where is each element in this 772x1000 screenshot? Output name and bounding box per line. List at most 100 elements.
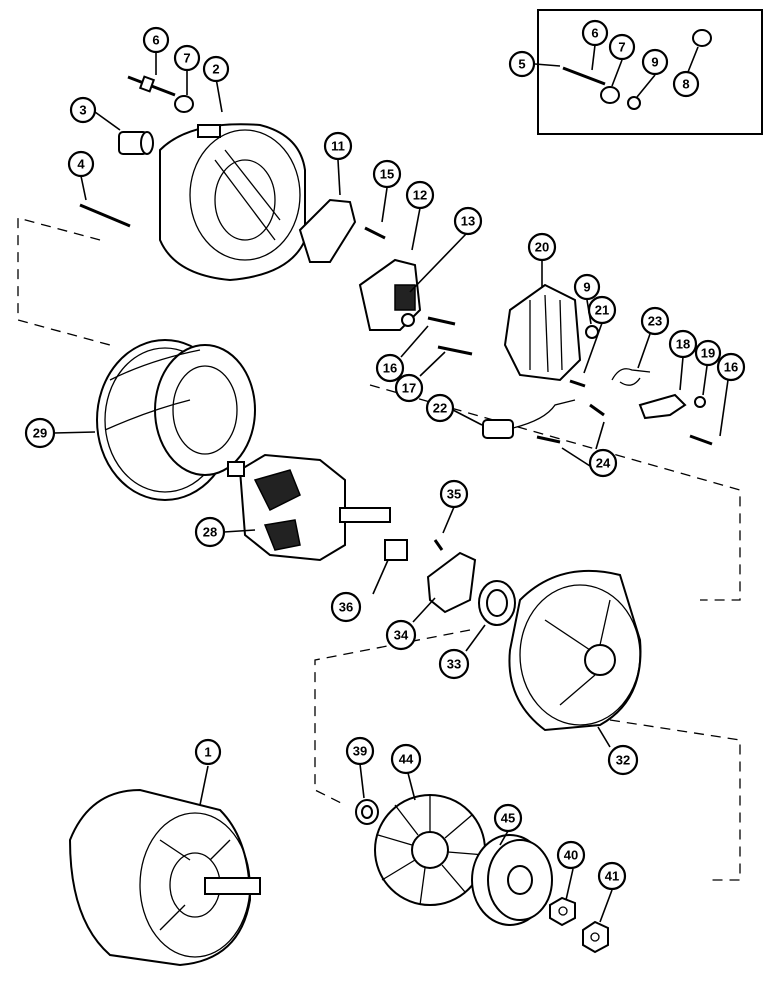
svg-text:7: 7	[618, 40, 625, 55]
callout-6: 6	[142, 26, 170, 54]
callout-18: 18	[668, 329, 698, 359]
callout-8: 8	[672, 70, 700, 98]
callout-44: 44	[390, 743, 422, 775]
spacer-39-drawing	[355, 799, 379, 825]
screw-17-drawing	[437, 345, 473, 356]
callout-19: 19	[694, 339, 722, 367]
retainer-plate-34-drawing	[426, 551, 477, 614]
front-housing-32-drawing	[508, 569, 642, 732]
svg-text:35: 35	[447, 487, 461, 502]
svg-text:18: 18	[676, 337, 690, 352]
bushing-3-drawing	[118, 131, 154, 155]
assembly-dashed-line-lower	[314, 629, 741, 881]
callout-6-inset: 6	[581, 19, 609, 47]
spacer-36-drawing	[384, 539, 408, 561]
svg-text:45: 45	[501, 811, 515, 826]
inset-nut-9-drawing	[627, 96, 641, 110]
nut-9-drawing	[585, 325, 599, 339]
svg-text:6: 6	[591, 26, 598, 41]
callout-24: 24	[588, 448, 618, 478]
callout-41: 41	[597, 861, 627, 891]
callout-33: 33	[438, 648, 470, 680]
callout-7: 7	[173, 44, 201, 72]
callout-17: 17	[394, 373, 424, 403]
callout-16b: 16	[716, 352, 746, 382]
callout-9-inset: 9	[641, 48, 669, 76]
stator-29-drawing	[96, 339, 256, 501]
capacitor-22-drawing	[482, 399, 576, 439]
bracket-11-drawing	[298, 198, 357, 263]
svg-text:4: 4	[77, 157, 85, 172]
washer-40-drawing	[549, 896, 576, 927]
callout-16: 16	[375, 353, 405, 383]
nut-19-drawing	[694, 396, 706, 408]
svg-text:20: 20	[535, 240, 549, 255]
bearing-33-drawing	[478, 580, 516, 626]
callout-15: 15	[372, 159, 402, 189]
screw-16-drawing	[427, 316, 456, 326]
callout-29: 29	[24, 417, 56, 449]
pulley-45-drawing	[471, 834, 553, 926]
svg-text:44: 44	[399, 752, 414, 767]
callout-28: 28	[194, 516, 226, 548]
svg-text:24: 24	[596, 456, 611, 471]
svg-text:7: 7	[183, 51, 190, 66]
screw-21-drawing	[569, 379, 586, 388]
nut-7-drawing	[174, 95, 194, 113]
svg-text:22: 22	[433, 401, 447, 416]
rotor-28-drawing	[227, 453, 391, 562]
svg-text:2: 2	[212, 62, 219, 77]
screw-16b-drawing	[689, 434, 713, 446]
inset-nut-8-drawing	[692, 29, 712, 47]
svg-text:5: 5	[518, 57, 525, 72]
svg-text:28: 28	[203, 525, 217, 540]
inset-nut-7-drawing	[600, 86, 620, 104]
nut-41-drawing	[582, 920, 609, 954]
callout-5: 5	[508, 50, 536, 78]
svg-text:9: 9	[583, 280, 590, 295]
callout-21: 21	[587, 295, 617, 325]
callout-7-inset: 7	[608, 33, 636, 61]
svg-text:16: 16	[383, 361, 397, 376]
svg-text:36: 36	[339, 600, 353, 615]
leader-lines	[53, 44, 729, 923]
rear-housing-2-drawing	[159, 123, 306, 282]
svg-text:9: 9	[651, 55, 658, 70]
alternator-assembly-1-drawing	[68, 788, 261, 967]
inset-bolt-6-drawing	[562, 66, 606, 86]
svg-text:3: 3	[79, 103, 86, 118]
svg-text:17: 17	[402, 381, 416, 396]
callout-4: 4	[67, 150, 95, 178]
callout-12: 12	[405, 180, 435, 210]
callout-22: 22	[425, 393, 455, 423]
svg-text:1: 1	[204, 745, 211, 760]
svg-text:41: 41	[605, 869, 619, 884]
callout-11: 11	[323, 131, 353, 161]
bolt-4-drawing	[79, 203, 131, 228]
callout-36: 36	[330, 591, 362, 623]
callout-20: 20	[527, 232, 557, 262]
callout-39: 39	[345, 736, 375, 766]
svg-text:15: 15	[380, 167, 394, 182]
callout-45: 45	[493, 803, 523, 833]
callout-40: 40	[556, 840, 586, 870]
screw-15-drawing	[364, 226, 386, 240]
svg-text:12: 12	[413, 188, 427, 203]
callout-32: 32	[607, 744, 639, 776]
svg-text:32: 32	[616, 753, 630, 768]
svg-text:34: 34	[394, 628, 409, 643]
svg-text:39: 39	[353, 744, 367, 759]
svg-text:23: 23	[648, 314, 662, 329]
bolt-6-drawing	[127, 75, 176, 97]
svg-text:6: 6	[152, 33, 159, 48]
callout-9: 9	[573, 273, 601, 301]
fan-44-drawing	[374, 794, 486, 906]
svg-text:13: 13	[461, 214, 475, 229]
screw-35-drawing	[433, 539, 444, 551]
assembly-dashed-line-upper	[17, 217, 741, 601]
callout-2: 2	[202, 55, 230, 83]
svg-text:29: 29	[33, 426, 47, 441]
callout-1: 1	[194, 738, 222, 766]
inset-box	[537, 9, 763, 135]
